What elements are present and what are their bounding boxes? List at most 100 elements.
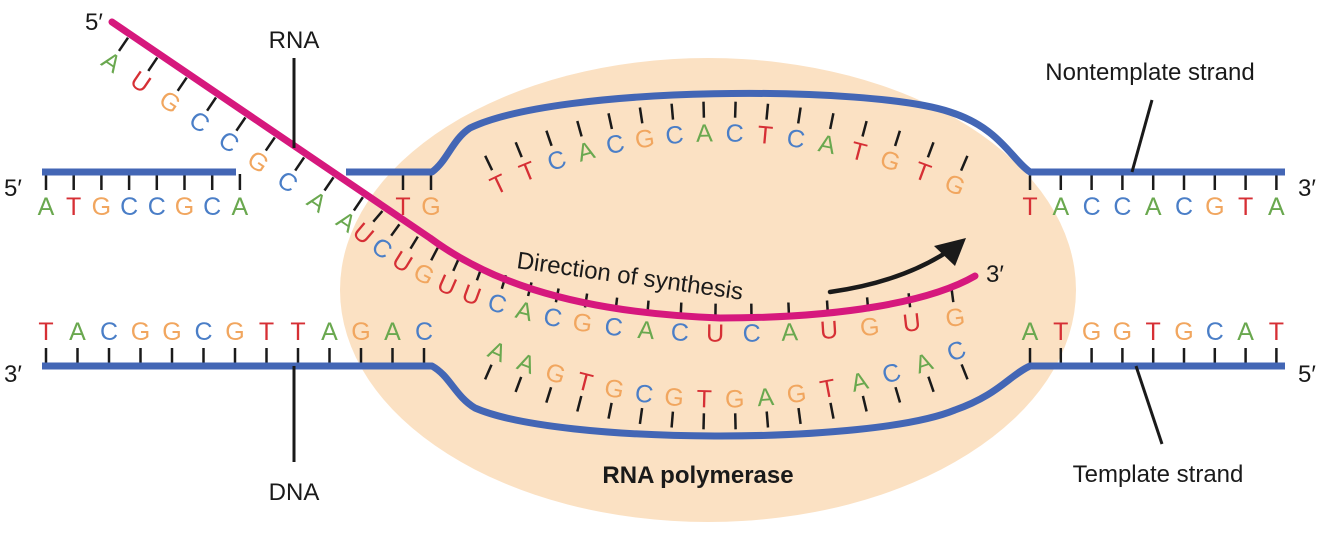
bond-tick	[926, 141, 935, 158]
bond-tick	[638, 407, 644, 425]
base-rna_hybrid-7: A	[513, 296, 536, 327]
rna-five-prime-end: 5′	[85, 9, 103, 36]
base-top_right-8: A	[1268, 193, 1285, 221]
base-rna_exiting-4: C	[213, 126, 244, 159]
bond-tick	[670, 103, 675, 120]
base-top_pair_left-0: T	[395, 193, 410, 221]
base-top_bubble-4: C	[604, 129, 628, 160]
bond-tick	[294, 156, 306, 172]
base-top_bubble-12: T	[848, 137, 870, 168]
base-top_bubble-8: C	[725, 119, 744, 148]
bond-tick	[894, 386, 902, 403]
base-top_bubble-10: C	[785, 124, 807, 154]
base-top_left-1: T	[66, 193, 81, 221]
base-top_bubble-9: T	[756, 121, 774, 150]
bond-tick	[576, 120, 583, 137]
bond-tick	[235, 116, 247, 132]
bond-tick	[514, 141, 523, 158]
bond-tick	[861, 120, 868, 137]
base-top_right-4: A	[1145, 193, 1162, 221]
base-rna_hybrid-11: A	[637, 316, 656, 345]
base-top_left-6: C	[203, 193, 221, 221]
rna-polymerase-label: RNA polymerase	[602, 462, 793, 489]
base-rna_exiting-3: C	[184, 106, 215, 139]
base-bottom_right-7: A	[1237, 318, 1254, 346]
base-bottom_left-12: C	[415, 318, 433, 346]
base-bottom_right-1: T	[1053, 318, 1068, 346]
bond-tick	[352, 196, 364, 212]
base-bottom_right-3: G	[1113, 318, 1132, 346]
bond-tick	[960, 363, 969, 380]
rna-polymerase-body	[340, 58, 1076, 522]
bond-tick	[670, 411, 675, 428]
base-rna_exiting-5: G	[242, 145, 274, 179]
base-bottom_left-5: C	[194, 318, 212, 346]
base-top_left-7: A	[232, 193, 249, 221]
base-rna_exiting-1: U	[125, 66, 156, 99]
base-bottom_right-4: T	[1146, 318, 1161, 346]
base-bottom_right-0: A	[1022, 318, 1039, 346]
bond-tick	[514, 376, 523, 393]
base-top_bubble-3: A	[574, 136, 598, 168]
base-pair-ticks	[44, 36, 1278, 430]
bond-tick	[545, 130, 553, 147]
base-top_right-1: A	[1052, 193, 1069, 221]
bond-tick	[638, 107, 644, 124]
base-top_left-0: A	[38, 193, 55, 221]
base-rna_hybrid-16: U	[819, 316, 839, 345]
bond-tick	[430, 247, 439, 261]
base-rna_hybrid-12: C	[670, 318, 689, 347]
nontemplate-three-prime-end: 3′	[1298, 175, 1316, 202]
bond-tick	[576, 395, 583, 412]
nontemplate-strand-backbone	[42, 89, 1285, 176]
bond-tick	[607, 402, 613, 419]
bond-tick	[390, 223, 401, 237]
base-bottom_left-4: G	[162, 318, 181, 346]
base-bottom_left-10: G	[351, 318, 370, 346]
base-rna_exiting-6: C	[272, 166, 303, 199]
base-top_right-6: G	[1205, 193, 1224, 221]
rna-backbone	[108, 18, 979, 322]
base-bottom_bubble-12: A	[848, 367, 871, 398]
bond-tick	[733, 101, 737, 118]
bond-tick	[829, 402, 835, 419]
base-top_pair_left-1: G	[421, 193, 440, 221]
base-bottom_left-6: G	[225, 318, 244, 346]
base-bottom_left-3: G	[131, 318, 150, 346]
nontemplate-leader-line	[1130, 99, 1154, 173]
base-bottom_right-5: G	[1174, 318, 1193, 346]
base-rna_hybrid-18: U	[901, 308, 922, 338]
bond-tick	[927, 376, 935, 393]
bond-tick	[264, 136, 276, 152]
nontemplate-five-prime-end: 5′	[4, 175, 22, 202]
bond-tick	[483, 364, 493, 380]
synthesis-arrowhead	[934, 238, 966, 266]
base-top_left-4: C	[148, 193, 166, 221]
base-bottom_right-2: G	[1082, 318, 1101, 346]
rna-label: RNA	[269, 27, 320, 54]
base-top_left-3: C	[120, 193, 138, 221]
bond-tick	[959, 155, 969, 172]
bond-tick	[372, 210, 384, 223]
bond-tick	[409, 235, 419, 250]
nontemplate-strand-label: Nontemplate strand	[1045, 59, 1254, 86]
base-bottom_bubble-10: G	[785, 379, 808, 409]
base-bottom_bubble-6: G	[663, 383, 685, 413]
base-rna_hybrid-9: G	[571, 308, 595, 339]
base-top_bubble-5: G	[633, 124, 656, 155]
base-bottom_bubble-8: G	[725, 385, 745, 414]
bond-tick	[861, 395, 868, 412]
base-bottom_bubble-7: T	[696, 385, 712, 413]
base-top_right-2: C	[1083, 193, 1101, 221]
bond-tick	[484, 155, 494, 171]
base-bottom_left-0: T	[38, 318, 53, 346]
bond-tick	[176, 76, 188, 92]
template-five-prime-end: 5′	[1298, 361, 1316, 388]
base-bottom_right-6: C	[1206, 318, 1224, 346]
bond-tick	[323, 176, 335, 192]
bond-tick	[797, 407, 802, 425]
template-strand-backbone	[42, 362, 1285, 440]
bond-tick	[893, 130, 902, 147]
